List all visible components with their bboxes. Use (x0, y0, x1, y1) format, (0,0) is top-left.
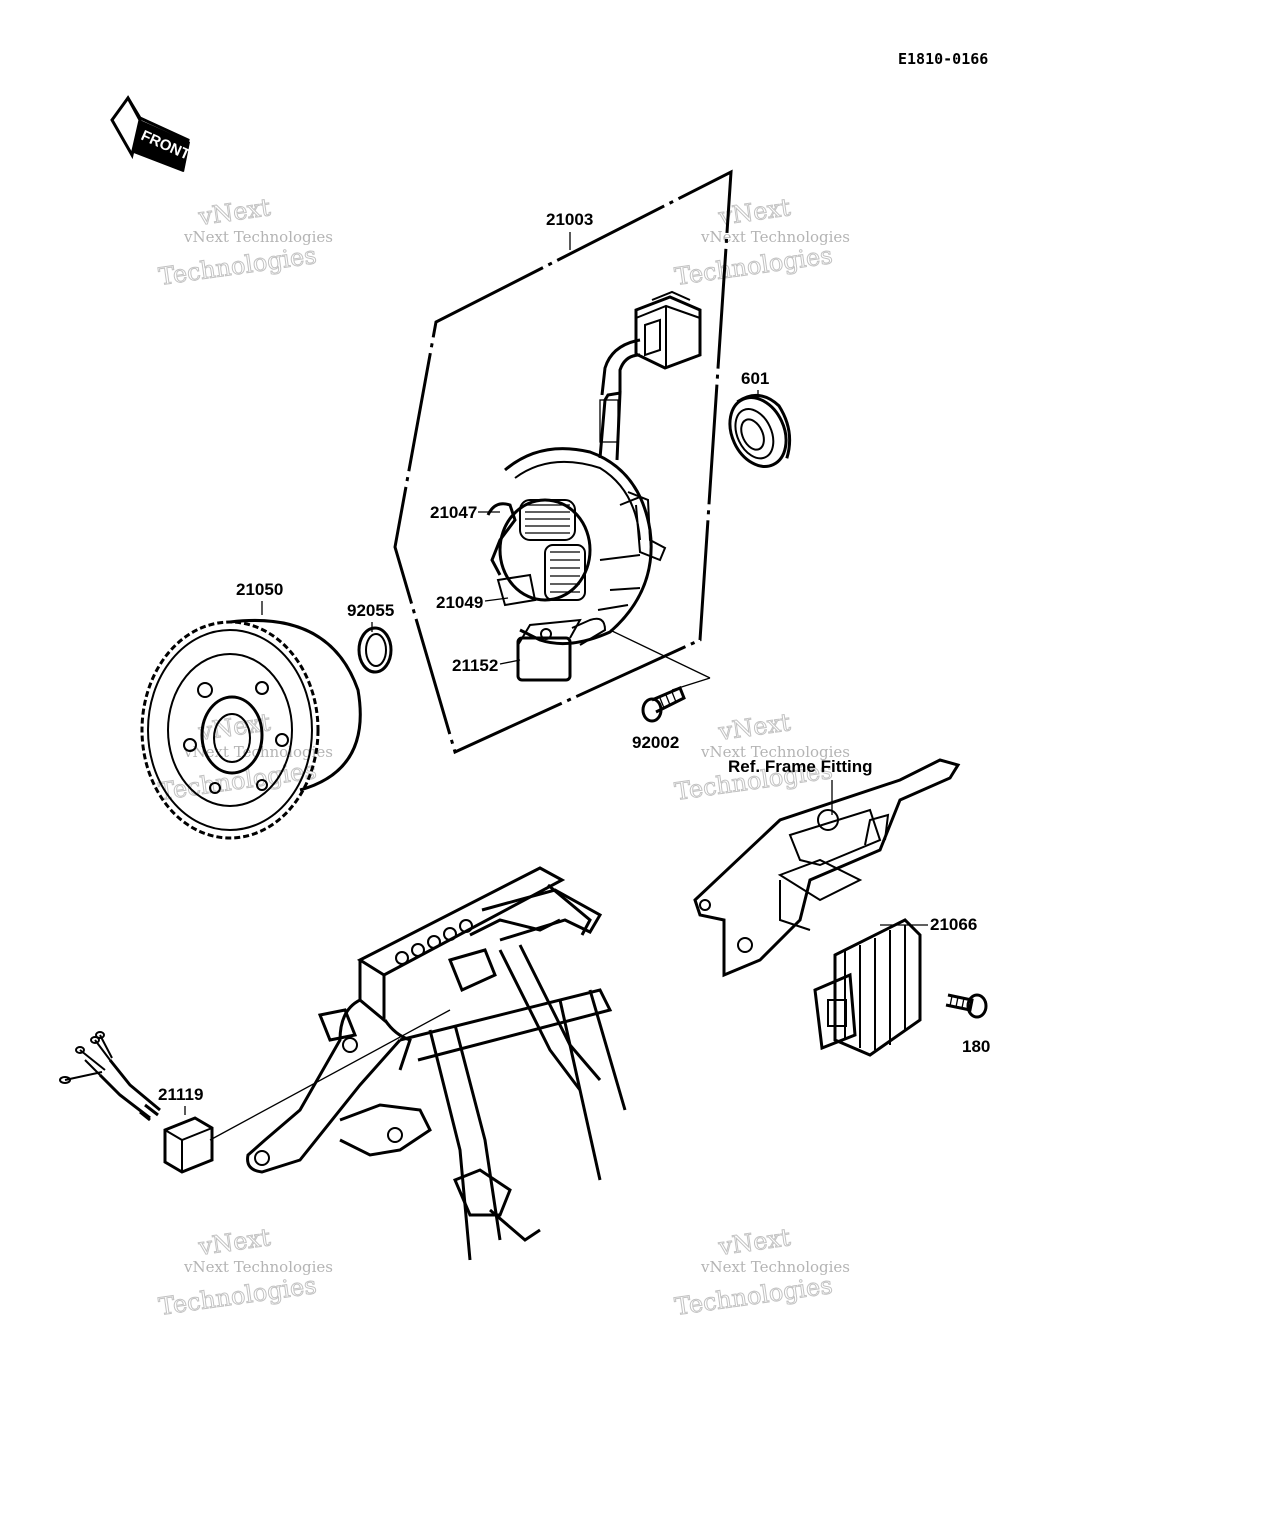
svg-text:Technologies: Technologies (673, 241, 834, 291)
svg-text:vNext: vNext (716, 1223, 792, 1261)
part-label-180[interactable]: 180 (962, 1037, 990, 1056)
watermark-top-left: vNext vNext Technologies Technologies (156, 193, 333, 292)
vehicle-frame (246, 866, 627, 1261)
ref-frame-fitting-label: Ref. Frame Fitting (728, 757, 873, 776)
part-label-601[interactable]: 601 (741, 369, 769, 388)
bolt-180 (945, 993, 988, 1019)
svg-text:vNext Technologies: vNext Technologies (700, 228, 850, 246)
svg-text:vNext Technologies: vNext Technologies (700, 1258, 850, 1276)
part-label-21119[interactable]: 21119 (158, 1085, 203, 1104)
svg-text:vNext Technologies: vNext Technologies (700, 743, 850, 761)
front-arrow-icon: FRONT (110, 95, 192, 173)
part-label-21047[interactable]: 21047 (430, 503, 477, 522)
svg-text:vNext: vNext (196, 1223, 272, 1261)
o-ring-92055 (357, 626, 393, 674)
svg-text:Technologies: Technologies (673, 1271, 834, 1321)
part-label-92002[interactable]: 92002 (632, 733, 679, 752)
cdi-unit-21119 (59, 1031, 214, 1174)
part-label-21003[interactable]: 21003 (546, 210, 593, 229)
part-label-21152[interactable]: 21152 (452, 656, 498, 675)
watermark-bottom-left: vNext vNext Technologies Technologies (156, 1223, 333, 1322)
bolt-92002 (641, 686, 686, 723)
part-label-92055[interactable]: 92055 (347, 601, 394, 620)
watermark-top-right: vNext vNext Technologies Technologies (672, 193, 850, 292)
bearing-601 (728, 394, 792, 468)
watermark-bottom-right: vNext vNext Technologies Technologies (672, 1223, 850, 1322)
cdi-leader-line (209, 1009, 451, 1141)
svg-text:Technologies: Technologies (157, 756, 318, 806)
part-label-21050[interactable]: 21050 (236, 580, 283, 599)
svg-text:vNext: vNext (716, 708, 792, 746)
svg-text:vNext Technologies: vNext Technologies (183, 1258, 333, 1276)
svg-text:Technologies: Technologies (157, 241, 318, 291)
bolt-leader-line (609, 629, 711, 679)
svg-text:vNext: vNext (196, 193, 272, 231)
part-label-21049[interactable]: 21049 (436, 593, 483, 612)
regulator-21066 (813, 918, 922, 1057)
part-label-21066[interactable]: 21066 (930, 915, 977, 934)
stator-assembly-boundary (393, 169, 733, 755)
frame-fitting-bracket (693, 758, 961, 978)
svg-text:Technologies: Technologies (157, 1271, 318, 1321)
svg-text:vNext Technologies: vNext Technologies (183, 228, 333, 246)
stator-assembly (486, 290, 702, 682)
diagram-code: E1810-0166 (898, 50, 988, 68)
flywheel-21050 (140, 618, 362, 840)
